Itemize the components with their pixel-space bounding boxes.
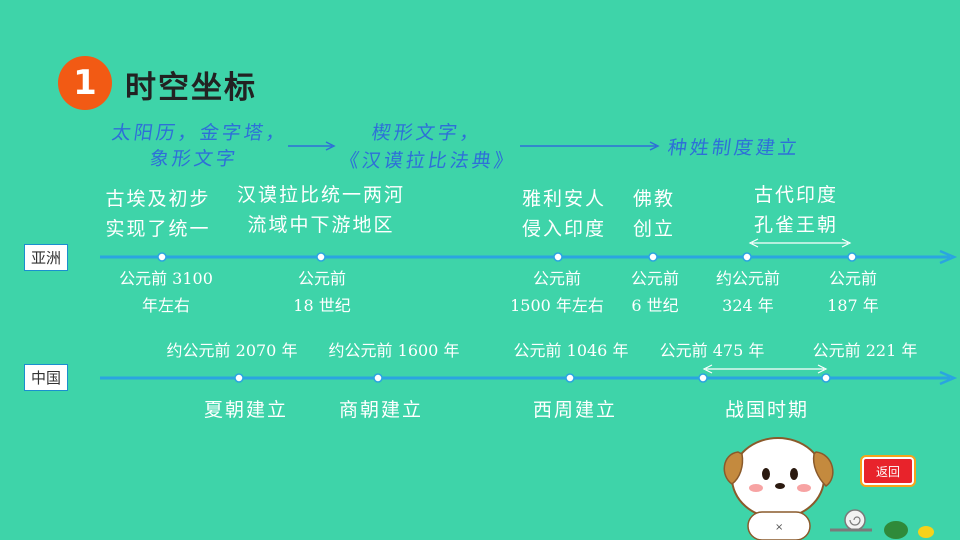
back-button[interactable]: 返回 — [862, 457, 914, 485]
china-timeline-points — [234, 373, 831, 383]
asia-point-2 — [316, 252, 326, 262]
asia-point-6 — [847, 252, 857, 262]
handwritten-arrow-1-head — [325, 141, 336, 151]
china-span-warring-states — [702, 364, 828, 374]
dog-mascot-icon: × — [723, 437, 834, 540]
china-event-warring-states: 战国时期 — [724, 399, 810, 421]
asia-event-maurya: 古代印度 孔雀王朝 — [753, 184, 839, 236]
page-title: 时空坐标 — [125, 70, 257, 106]
china-point-1 — [234, 373, 244, 383]
china-point-2 — [373, 373, 383, 383]
china-date-5: 公元前 221 年 — [812, 341, 918, 360]
bush-icon — [884, 521, 934, 539]
china-point-4 — [698, 373, 708, 383]
asia-event-aryans: 雅利安人 侵入印度 — [521, 188, 607, 240]
snail-icon — [830, 509, 872, 532]
handwritten-arrow-2-head — [649, 141, 660, 151]
asia-date-4: 公元前 6 世纪 — [630, 269, 680, 315]
china-date-4: 公元前 475 年 — [659, 341, 765, 360]
asia-span-maurya — [748, 238, 852, 248]
asia-date-3: 公元前 1500 年左右 — [510, 269, 604, 315]
asia-event-hammurabi: 汉谟拉比统一两河 流域中下游地区 — [236, 184, 406, 236]
asia-event-buddhism: 佛教 创立 — [632, 188, 676, 240]
section-number-badge: 1 — [58, 56, 112, 110]
asia-label: 亚洲 — [24, 244, 69, 271]
china-date-3: 公元前 1046 年 — [513, 341, 629, 360]
handwritten-arrows — [288, 141, 660, 151]
asia-point-5 — [742, 252, 752, 262]
china-event-xia: 夏朝建立 — [203, 399, 289, 421]
asia-point-1 — [157, 252, 167, 262]
china-timeline-arrowhead — [939, 370, 958, 386]
china-label: 中国 — [24, 364, 69, 391]
china-date-1: 约公元前 2070 年 — [166, 341, 298, 360]
china-event-western-zhou: 西周建立 — [532, 399, 618, 421]
asia-timeline-arrowhead — [939, 249, 958, 265]
china-date-2: 约公元前 1600 年 — [328, 341, 460, 360]
china-point-3 — [565, 373, 575, 383]
asia-point-4 — [648, 252, 658, 262]
asia-date-6: 公元前 187 年 — [827, 269, 879, 315]
asia-date-2: 公元前 18 世纪 — [293, 269, 351, 315]
china-point-5 — [821, 373, 831, 383]
asia-date-1: 公元前 3100 年左右 — [119, 269, 213, 315]
asia-event-egypt: 古埃及初步 实现了统一 — [105, 188, 211, 240]
asia-point-3 — [553, 252, 563, 262]
china-event-shang: 商朝建立 — [338, 399, 424, 421]
asia-timeline-points — [157, 252, 857, 262]
asia-date-5: 约公元前 324 年 — [715, 269, 781, 315]
svg-text:×: × — [775, 522, 783, 533]
